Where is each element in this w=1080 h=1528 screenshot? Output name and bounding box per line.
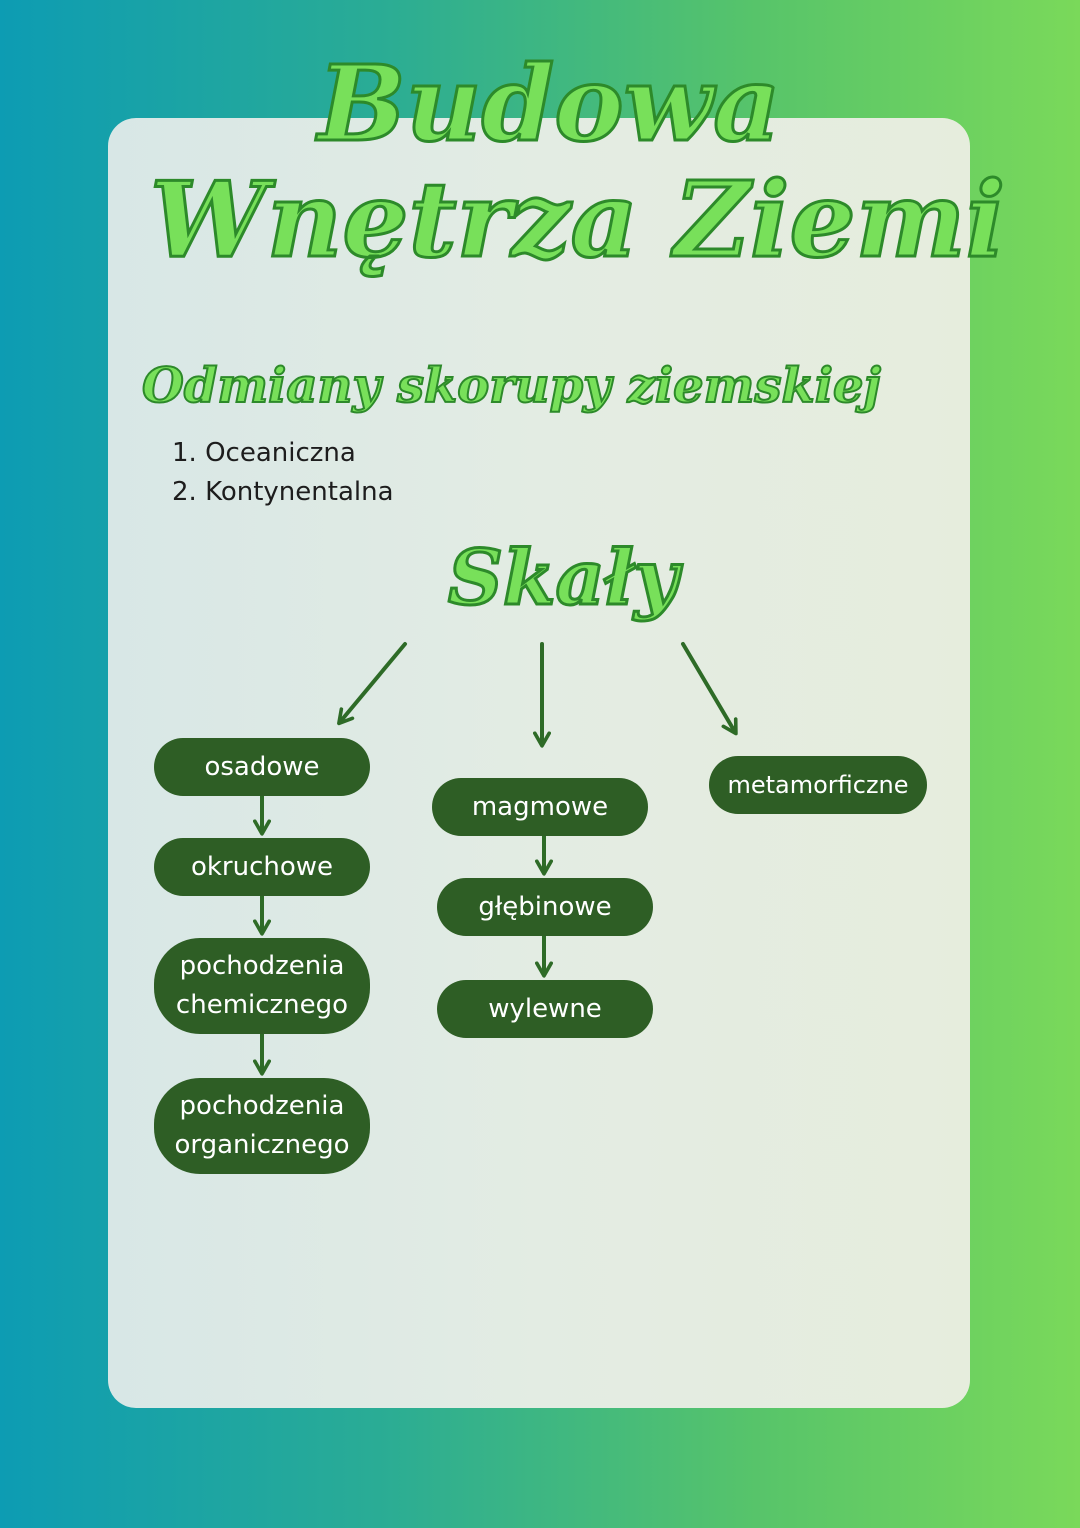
crust-heading: Odmiany skorupy ziemskiej xyxy=(141,358,882,414)
rocks-heading: Skały xyxy=(446,533,679,622)
crust-item-oceanic: 1. Oceaniczna xyxy=(172,438,356,468)
node-pochodzenia-chemicznego: pochodzenia chemicznego xyxy=(154,938,370,1034)
title-line-2: Wnętrza Ziemi xyxy=(148,158,1006,281)
crust-list: 1. Oceaniczna 2. Kontynentalna xyxy=(172,434,394,512)
arrow-to-metamorphic xyxy=(681,642,738,736)
node-okruchowe: okruchowe xyxy=(154,838,370,896)
node-pochodzenia-organicznego: pochodzenia organicznego xyxy=(154,1078,370,1174)
node-osadowe: osadowe xyxy=(154,738,370,796)
title-line-1: Budowa xyxy=(317,42,783,165)
node-wylewne: wylewne xyxy=(437,980,653,1038)
node-glebinowe: głębinowe xyxy=(437,878,653,936)
crust-item-continental: 2. Kontynentalna xyxy=(172,477,394,507)
node-metamorficzne: metamorficzne xyxy=(709,756,927,814)
arrow-to-sedimentary xyxy=(337,642,407,726)
node-magmowe: magmowe xyxy=(432,778,648,836)
